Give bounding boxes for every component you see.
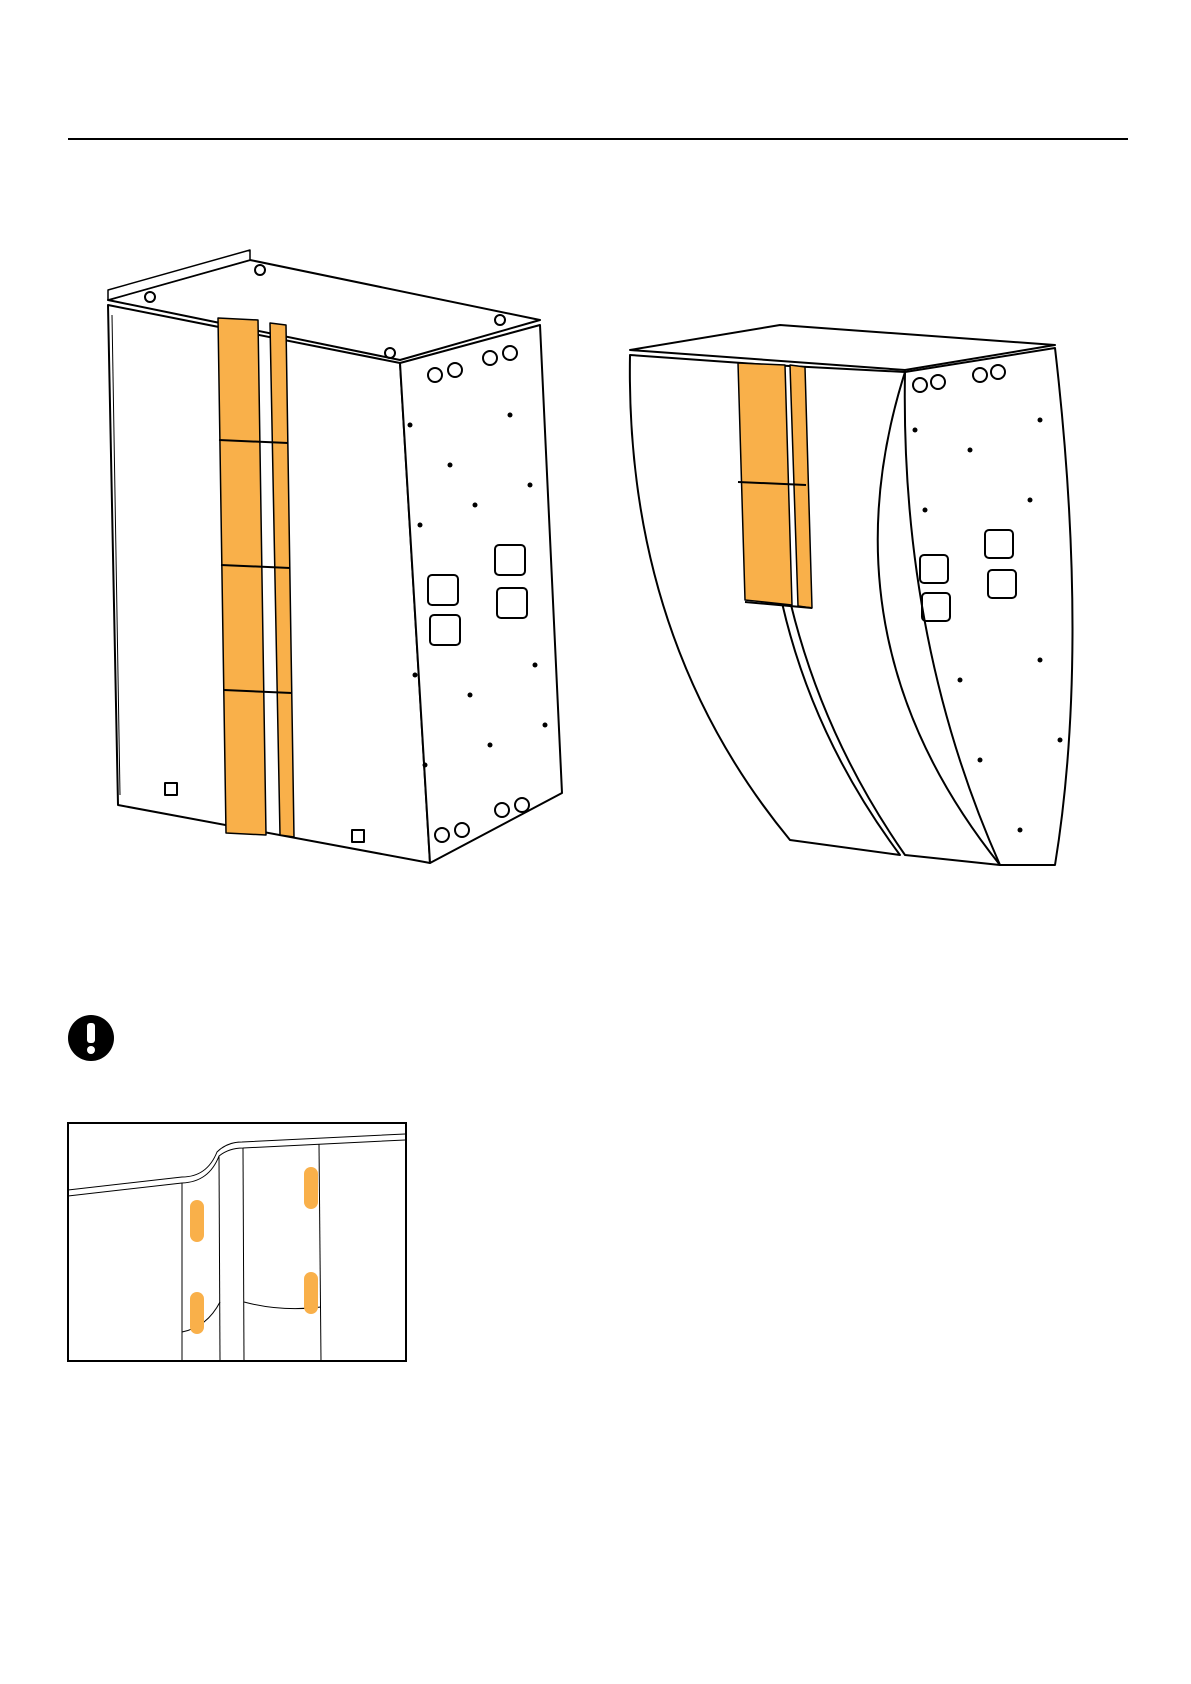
header-rule (68, 138, 1128, 140)
speaker-enclosure-curved-illustration (620, 310, 1090, 880)
grille-joint-detail-illustration (67, 1122, 407, 1362)
exclamation-circle-icon (66, 1013, 116, 1063)
speaker-enclosure-straight-illustration (90, 245, 570, 880)
